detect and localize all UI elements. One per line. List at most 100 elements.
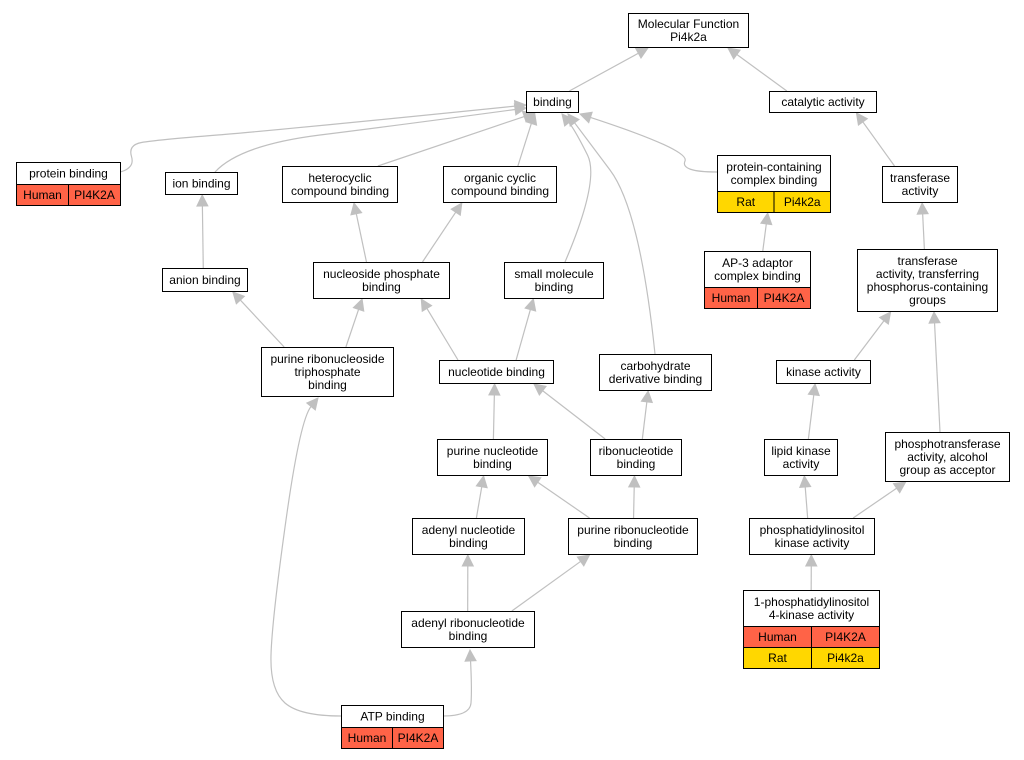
node-box [439,360,554,384]
go-term-anion-binding[interactable]: anion binding [162,268,248,292]
edge-catalytic-activity-to-molecular-function [727,47,788,92]
node-box [628,13,749,48]
edge-line [442,660,473,717]
node-label: activity, transferring [876,267,979,281]
species-label: Rat [768,651,787,665]
edge-line [426,308,459,361]
node-label: derivative binding [609,372,702,386]
arrowhead [350,201,363,216]
node-label: heterocyclic [308,171,371,185]
go-term-binding[interactable]: binding [526,91,579,113]
node-box [162,268,248,292]
gene-label[interactable]: Pi4k2a [827,651,864,665]
species-label: Human [23,188,62,202]
edge-pi4k-activity-to-phosphatidylinositol-kinase-activity [804,553,818,591]
node-box [282,166,398,203]
edge-line [933,322,941,433]
node-label: carbohydrate [620,359,690,373]
edge-small-molecule-binding-to-binding [561,113,592,263]
edge-line [511,560,581,612]
node-box [776,360,871,384]
go-term-kinase-activity[interactable]: kinase activity [776,360,871,384]
node-label: kinase activity [786,365,861,379]
node-label: groups [909,293,946,307]
edge-adenyl-nucleotide-binding-to-purine-nucleotide-binding [475,474,488,519]
node-box [401,611,535,648]
edge-nucleotide-binding-to-nucleoside-phosphate-binding [420,298,459,361]
gene-label[interactable]: PI4K2A [825,630,866,644]
arrowhead [527,475,542,488]
node-label: ATP binding [360,710,424,724]
node-label: phosphotransferase [894,437,1000,451]
node-label: compound binding [451,184,549,198]
arrowhead [576,554,591,567]
edge-phosphatidylinositol-kinase-activity-to-lipid-kinase-activity [798,474,812,519]
arrowhead [561,113,575,127]
arrowhead [533,383,547,397]
edge-purine-ribonucleoside-triphosphate-binding-to-anion-binding [232,291,285,348]
node-box [882,166,958,203]
arrowhead [513,103,528,116]
edge-line [377,115,525,167]
gene-label[interactable]: PI4K2A [764,291,805,305]
human-annotation-row: Human PI4K2A [16,184,121,206]
go-term-ion-binding[interactable]: ion binding [165,172,238,195]
node-label: nucleotide binding [448,365,545,379]
node-label: triphosphate [294,365,360,379]
edge-binding-to-molecular-function [569,47,649,92]
node-label: ion binding [172,177,230,191]
edge-line [852,487,897,519]
edge-line [214,108,516,173]
node-box [885,432,1010,482]
edge-line [239,299,285,348]
edge-kinase-activity-to-transferase-phosphorus [853,311,892,361]
node-box [704,251,811,288]
arrowhead [578,111,593,124]
edge-phosphotransferase-alcohol-to-transferase-phosphorus [928,310,941,433]
go-term-catalytic-activity[interactable]: catalytic activity [769,91,877,113]
node-label: adenyl ribonucleotide [411,616,525,630]
edge-protein-containing-complex-binding-to-binding [578,111,718,173]
arrowhead [567,113,580,127]
node-label: nucleoside phosphate [323,267,440,281]
edge-transferase-activity-to-catalytic-activity [855,112,895,167]
edge-purine-ribonucleotide-binding-to-ribonucleotide-binding [627,474,641,519]
gene-label[interactable]: Pi4k2a [784,195,821,209]
edge-line [270,406,342,717]
gene-label[interactable]: PI4K2A [74,188,115,202]
gene-label[interactable]: PI4K2A [398,731,439,745]
arrowhead [727,47,742,60]
arrowhead [916,201,929,215]
node-label: purine nucleotide [447,444,539,458]
node-label: activity [783,457,820,471]
edge-organic-cyclic-compound-binding-to-binding [517,111,538,167]
edge-line [355,213,368,263]
node-label: binding [614,536,653,550]
node-label: catalytic activity [781,95,864,109]
edge-ion-binding-to-binding [214,103,528,173]
node-label: phosphorus-containing [867,280,988,294]
go-term-nucleotide-binding[interactable]: nucleotide binding [439,360,554,384]
